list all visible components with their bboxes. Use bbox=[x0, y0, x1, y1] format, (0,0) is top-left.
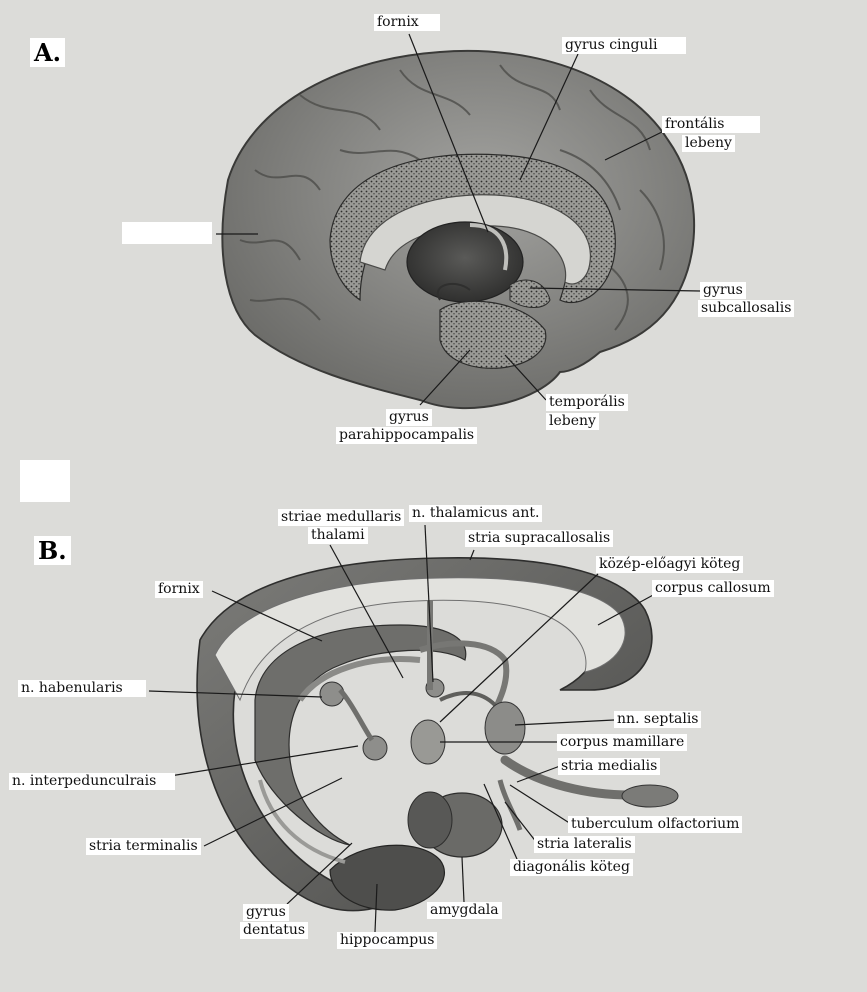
label-corpus-mamillare: corpus mamillare bbox=[557, 734, 688, 751]
panel-a-brain bbox=[221, 49, 696, 410]
label-striae-medullaris-line1: striae medullaris bbox=[278, 509, 405, 526]
label-hippocampus: hippocampus bbox=[337, 932, 438, 949]
label-frontalis-line1: frontális bbox=[662, 116, 760, 133]
label-diagonalis-koteg: diagonális köteg bbox=[510, 859, 633, 876]
label-corpus-callosum: corpus callosum bbox=[652, 580, 774, 597]
label-stria-supracallosalis: stria supracallosalis bbox=[465, 530, 614, 547]
label-striae-medullaris-line2: thalami bbox=[308, 527, 368, 544]
label-gyrus-dentatus-line2: dentatus bbox=[240, 922, 309, 939]
label-nn-septalis: nn. septalis bbox=[614, 711, 702, 728]
label-stria-lateralis: stria lateralis bbox=[534, 836, 635, 853]
panel-a-leader-lines bbox=[216, 33, 701, 406]
panel-b-leader-lines bbox=[148, 524, 656, 933]
label-fornix-b: fornix bbox=[155, 581, 203, 598]
label-subcallosalis-line2: subcallosalis bbox=[698, 300, 795, 317]
panel-b-letter: B. bbox=[34, 536, 71, 565]
label-temporalis-line1: temporális bbox=[546, 394, 628, 411]
label-frontalis-line2: lebeny bbox=[682, 135, 735, 152]
label-subcallosalis-line1: gyrus bbox=[700, 282, 746, 299]
panel-a-letter: A. bbox=[30, 38, 65, 67]
label-stria-terminalis: stria terminalis bbox=[86, 838, 201, 855]
label-n-habenularis: n. habenularis bbox=[18, 680, 146, 697]
label-fornix-a: fornix bbox=[374, 14, 440, 31]
label-thalamicus-ant: n. thalamicus ant. bbox=[409, 505, 543, 522]
label-tuberculum-olfactorium: tuberculum olfactorium bbox=[568, 816, 743, 833]
label-stria-medialis: stria medialis bbox=[558, 758, 661, 775]
label-n-interpedunculrais: n. interpedunculrais bbox=[9, 773, 175, 790]
label-parahippocampalis-line2: parahippocampalis bbox=[336, 427, 478, 444]
label-temporalis-line2: lebeny bbox=[546, 413, 599, 430]
label-amygdala: amygdala bbox=[427, 902, 502, 919]
label-gyrus-dentatus-line1: gyrus bbox=[243, 904, 289, 921]
label-kozep-eloagyi-koteg: közép-előagyi köteg bbox=[596, 556, 744, 573]
label-gyrus-cinguli: gyrus cinguli bbox=[562, 37, 686, 54]
label-parahippocampalis-line1: gyrus bbox=[386, 409, 432, 426]
